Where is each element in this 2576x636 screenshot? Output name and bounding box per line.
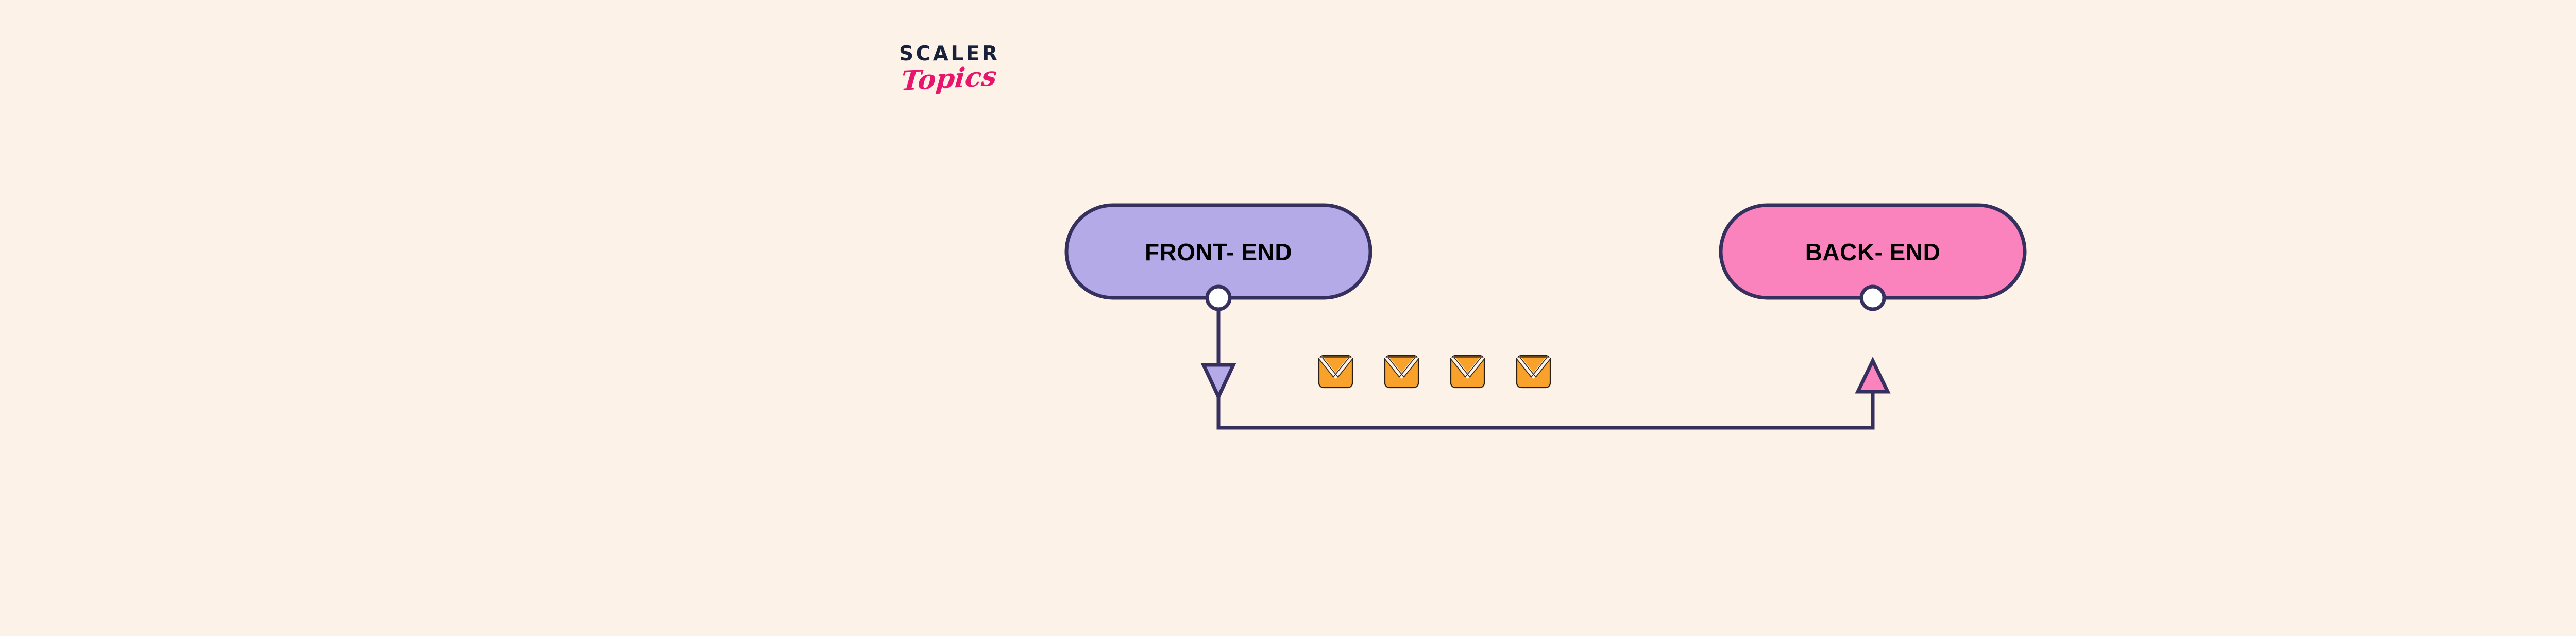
envelope-icon: [1449, 355, 1486, 389]
scaler-topics-logo: SCALER Topics: [899, 44, 1033, 119]
arrowhead-up-icon: [1855, 356, 1891, 394]
envelope-icon: [1383, 355, 1420, 389]
frontend-port-circle: [1205, 284, 1232, 311]
arrowhead-down-icon: [1200, 363, 1236, 401]
node-backend-label: BACK- END: [1805, 239, 1941, 265]
message-envelope-group: [1317, 355, 1552, 389]
node-frontend-label: FRONT- END: [1144, 239, 1293, 265]
logo-scaler-wordmark: SCALER: [899, 42, 1000, 65]
envelope-icon: [1317, 355, 1354, 389]
backend-port-circle: [1859, 284, 1886, 311]
envelope-icon: [1515, 355, 1552, 389]
